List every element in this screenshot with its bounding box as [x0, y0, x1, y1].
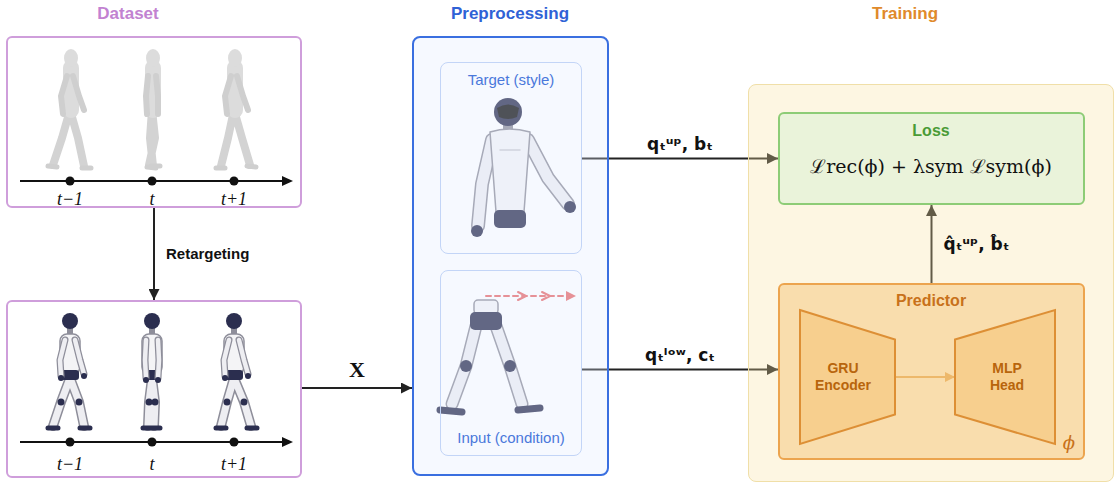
- text-slot: t−1: [57, 454, 83, 475]
- edge-label: X: [349, 357, 365, 383]
- box-caption: Target (style): [468, 71, 555, 88]
- text-slot: t+1: [221, 454, 247, 475]
- time-label: t+1: [221, 189, 247, 210]
- human-walk-frames: [48, 49, 256, 168]
- time-label: t: [149, 454, 154, 475]
- timeline-axis: [20, 176, 293, 186]
- text-slot: Dataset: [97, 4, 158, 24]
- text-slot: Input (condition): [457, 429, 565, 447]
- text-slot: t−1: [57, 189, 83, 210]
- loss-box: Lossℒrec(ϕ) + λsym ℒsym(ϕ): [778, 112, 1085, 205]
- connector-arrow: [153, 208, 155, 300]
- text-slot: t+1: [221, 189, 247, 210]
- box-caption: Input (condition): [457, 429, 565, 446]
- time-label: t+1: [221, 454, 247, 475]
- text-slot: GRU Encoder: [812, 360, 874, 394]
- dataset-box: t−1 t t+1: [6, 300, 302, 478]
- robot-walk-frames: [48, 313, 257, 428]
- text-slot: MLP Head: [976, 360, 1038, 394]
- head-trapezoid: MLP Head: [955, 310, 1055, 444]
- text-slot: ℒrec(ϕ) + λsym ℒsym(ϕ): [810, 153, 1052, 179]
- sample-box: Input (condition): [440, 270, 582, 456]
- text-slot: t: [149, 454, 154, 475]
- section-heading: Training: [872, 4, 938, 24]
- trapezoid-shape: [955, 310, 1055, 444]
- model-box: Predictor ϕ GRU Encoder MLP Head: [778, 283, 1085, 460]
- connector-arrow: [302, 387, 412, 389]
- text-slot: t: [149, 189, 154, 210]
- module-label: GRU Encoder: [812, 360, 874, 394]
- text-slot: ϕ: [1063, 432, 1075, 453]
- sample-box: Target (style): [440, 62, 582, 254]
- text-slot: qₜᵘᵖ, bₜ: [647, 134, 713, 154]
- timeline-axis: [20, 437, 293, 447]
- time-label: t−1: [57, 454, 83, 475]
- text-slot: Loss: [912, 122, 949, 140]
- edge-label: qₜˡᵒʷ, cₜ: [645, 345, 715, 365]
- edge-label: Retargeting: [166, 245, 249, 262]
- encoder-trapezoid: GRU Encoder: [800, 310, 895, 444]
- stage-panel: PreprocessingTarget (style)Input (condit…: [412, 36, 609, 476]
- text-slot: qₜˡᵒʷ, cₜ: [645, 345, 715, 365]
- time-label: t: [149, 189, 154, 210]
- text-slot: Preprocessing: [451, 4, 569, 24]
- dataset-box: t−1 t t+1: [6, 36, 302, 208]
- box-title: Loss: [912, 122, 949, 140]
- stage-panel: TrainingLossℒrec(ϕ) + λsym ℒsym(ϕ)Predic…: [748, 84, 1114, 482]
- time-label: t−1: [57, 189, 83, 210]
- section-heading: Dataset: [97, 4, 158, 24]
- parameter-symbol: ϕ: [1063, 432, 1075, 453]
- edge-label: qₜᵘᵖ, bₜ: [647, 134, 713, 154]
- box-title: Predictor: [896, 292, 966, 310]
- text-slot: Training: [872, 4, 938, 24]
- text-slot: q̂ₜᵘᵖ, b̂ₜ: [944, 234, 1010, 254]
- loss-formula: ℒrec(ϕ) + λsym ℒsym(ϕ): [810, 153, 1052, 179]
- edge-label: q̂ₜᵘᵖ, b̂ₜ: [944, 234, 1010, 254]
- text-slot: Target (style): [468, 71, 555, 89]
- trapezoid-shape: [800, 310, 895, 444]
- module-label: MLP Head: [976, 360, 1038, 394]
- text-slot: X: [349, 357, 365, 383]
- section-heading: Preprocessing: [451, 4, 569, 24]
- text-slot: Predictor: [896, 292, 966, 310]
- text-slot: Retargeting: [166, 245, 249, 263]
